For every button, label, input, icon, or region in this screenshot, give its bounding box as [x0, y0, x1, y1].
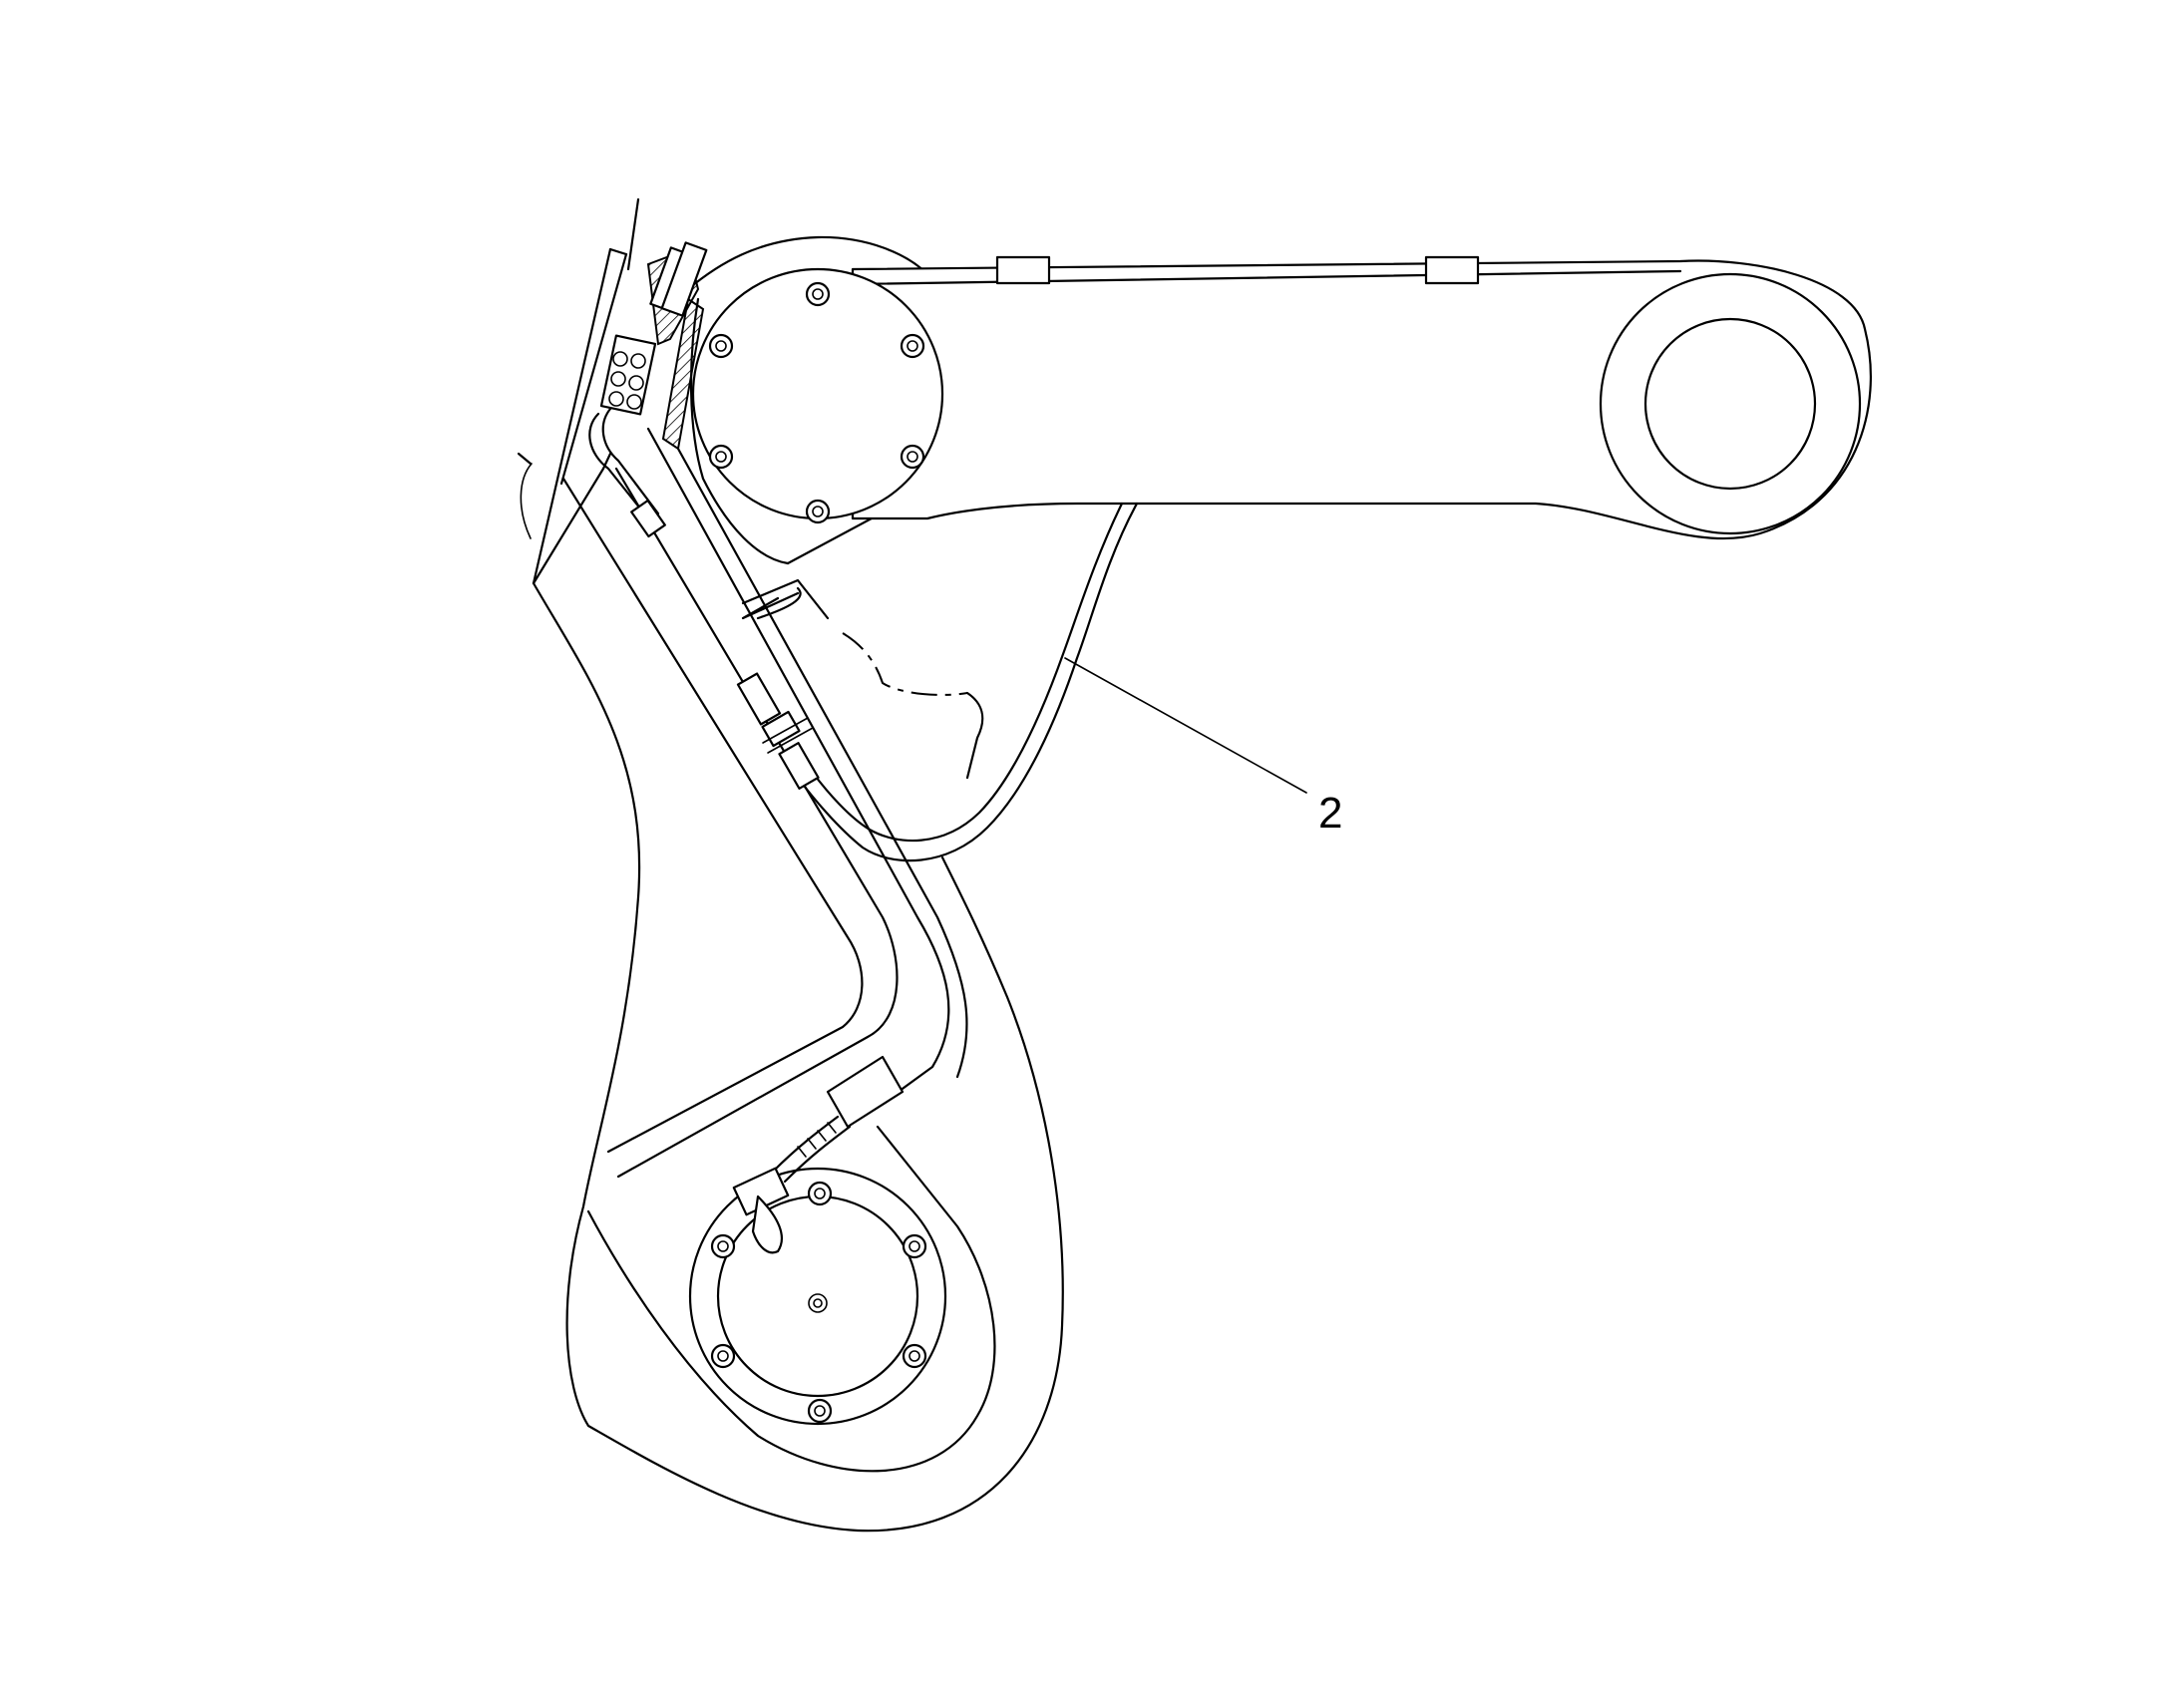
callout-2: 2 [1064, 657, 1342, 838]
hose-loop [796, 502, 1139, 862]
lower-hub [688, 1167, 947, 1426]
right-eye-boss [1599, 272, 1862, 535]
upper-hub [691, 267, 944, 524]
callout-2-label: 2 [1318, 789, 1342, 838]
upper-hub-bolts [708, 281, 925, 524]
callout-2-leader [1064, 657, 1307, 794]
hydraulic-tube-main [561, 427, 968, 1179]
valve-block [588, 241, 708, 538]
lower-casting [532, 452, 1064, 1533]
left-channel [517, 197, 640, 585]
broken-out-section [741, 578, 984, 780]
lower-sensor [732, 1055, 905, 1254]
lower-hub-bolts [710, 1181, 927, 1424]
tube-fitting-middle [736, 672, 820, 790]
top-arm [851, 255, 1872, 540]
